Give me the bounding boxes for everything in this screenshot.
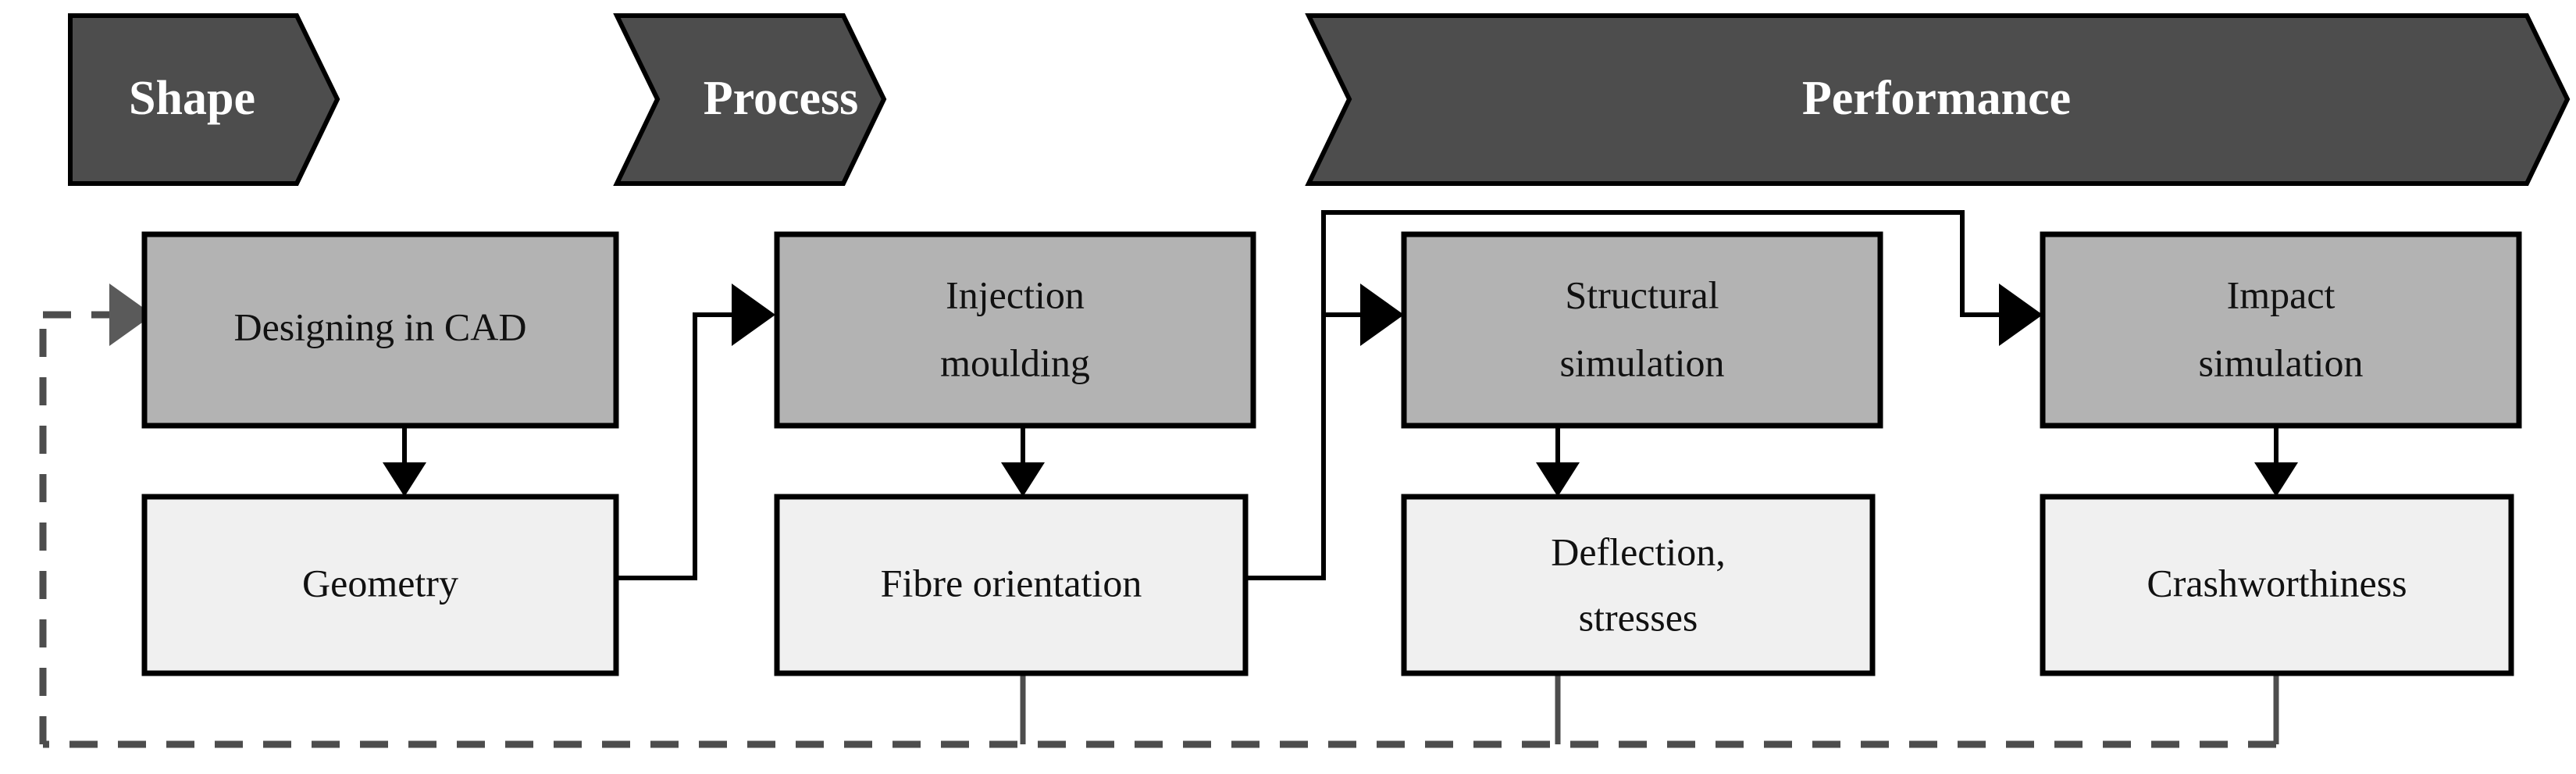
- box-injection-moulding[interactable]: [774, 231, 1256, 429]
- connector-structural-to-deflection-arrow-head-icon: [1536, 462, 1580, 497]
- connector-impact-to-crashworthiness-arrow-head-icon: [2254, 462, 2298, 497]
- box-label-injection-moulding-line1: Injection: [946, 273, 1085, 316]
- banner-chevron-process[interactable]: [613, 13, 887, 186]
- box-deflection-stresses[interactable]: [1401, 494, 1876, 676]
- result-box-row: Geometry Fibre orientation Deflection, s…: [141, 494, 2514, 676]
- connector-geometry-to-injection-arrow-head-icon: [732, 284, 775, 346]
- box-structural-simulation[interactable]: [1401, 231, 1883, 429]
- box-label-deflection-stresses-line1: Deflection,: [1551, 530, 1726, 573]
- box-designing-in-cad[interactable]: [141, 231, 619, 429]
- connector-injection-to-fibre-arrow-head-icon: [1001, 462, 1045, 497]
- stage-box-row: Designing in CAD Injection moulding Stru…: [141, 231, 2522, 429]
- banner-label-shape: Shape: [129, 72, 255, 125]
- connector-fibre-to-impact: [1321, 210, 2005, 317]
- box-impact-simulation[interactable]: [2040, 231, 2522, 429]
- connector-geometry-to-injection: [615, 312, 738, 580]
- box-label-impact-simulation-line2: simulation: [2198, 341, 2363, 384]
- box-label-crashworthiness: Crashworthiness: [2147, 561, 2407, 605]
- box-label-geometry: Geometry: [302, 561, 458, 605]
- banner-chevron-performance[interactable]: [1305, 13, 2571, 186]
- box-label-deflection-stresses-line2: stresses: [1579, 595, 1698, 639]
- box-geometry[interactable]: [141, 494, 619, 676]
- banner-label-process: Process: [704, 72, 859, 125]
- box-label-fibre-orientation: Fibre orientation: [881, 561, 1142, 605]
- box-label-structural-simulation-line2: simulation: [1559, 341, 1724, 384]
- banner-label-performance: Performance: [1802, 72, 2071, 125]
- connector-fibre-to-structural-arrow-head-icon: [1360, 284, 1404, 346]
- box-label-designing-in-cad: Designing in CAD: [234, 305, 527, 348]
- connector-fibre-to-impact-arrow-head-icon: [1999, 284, 2043, 346]
- stage-banner: Shape Process Performance: [68, 13, 2571, 186]
- connectors-group: [383, 210, 2298, 580]
- box-crashworthiness[interactable]: [2040, 494, 2514, 676]
- connector-fibre-to-structural: [1244, 312, 1366, 580]
- box-fibre-orientation[interactable]: [774, 494, 1249, 676]
- banner-chevron-shape[interactable]: [68, 13, 340, 186]
- box-label-structural-simulation-line1: Structural: [1565, 273, 1719, 316]
- feedback-loop-group: [39, 284, 2279, 748]
- feedback-arrow-head-icon: [109, 284, 153, 346]
- box-label-injection-moulding-line2: moulding: [940, 341, 1090, 384]
- box-label-impact-simulation-line1: Impact: [2227, 273, 2336, 316]
- connector-cad-to-geometry-arrow-head-icon: [383, 462, 426, 497]
